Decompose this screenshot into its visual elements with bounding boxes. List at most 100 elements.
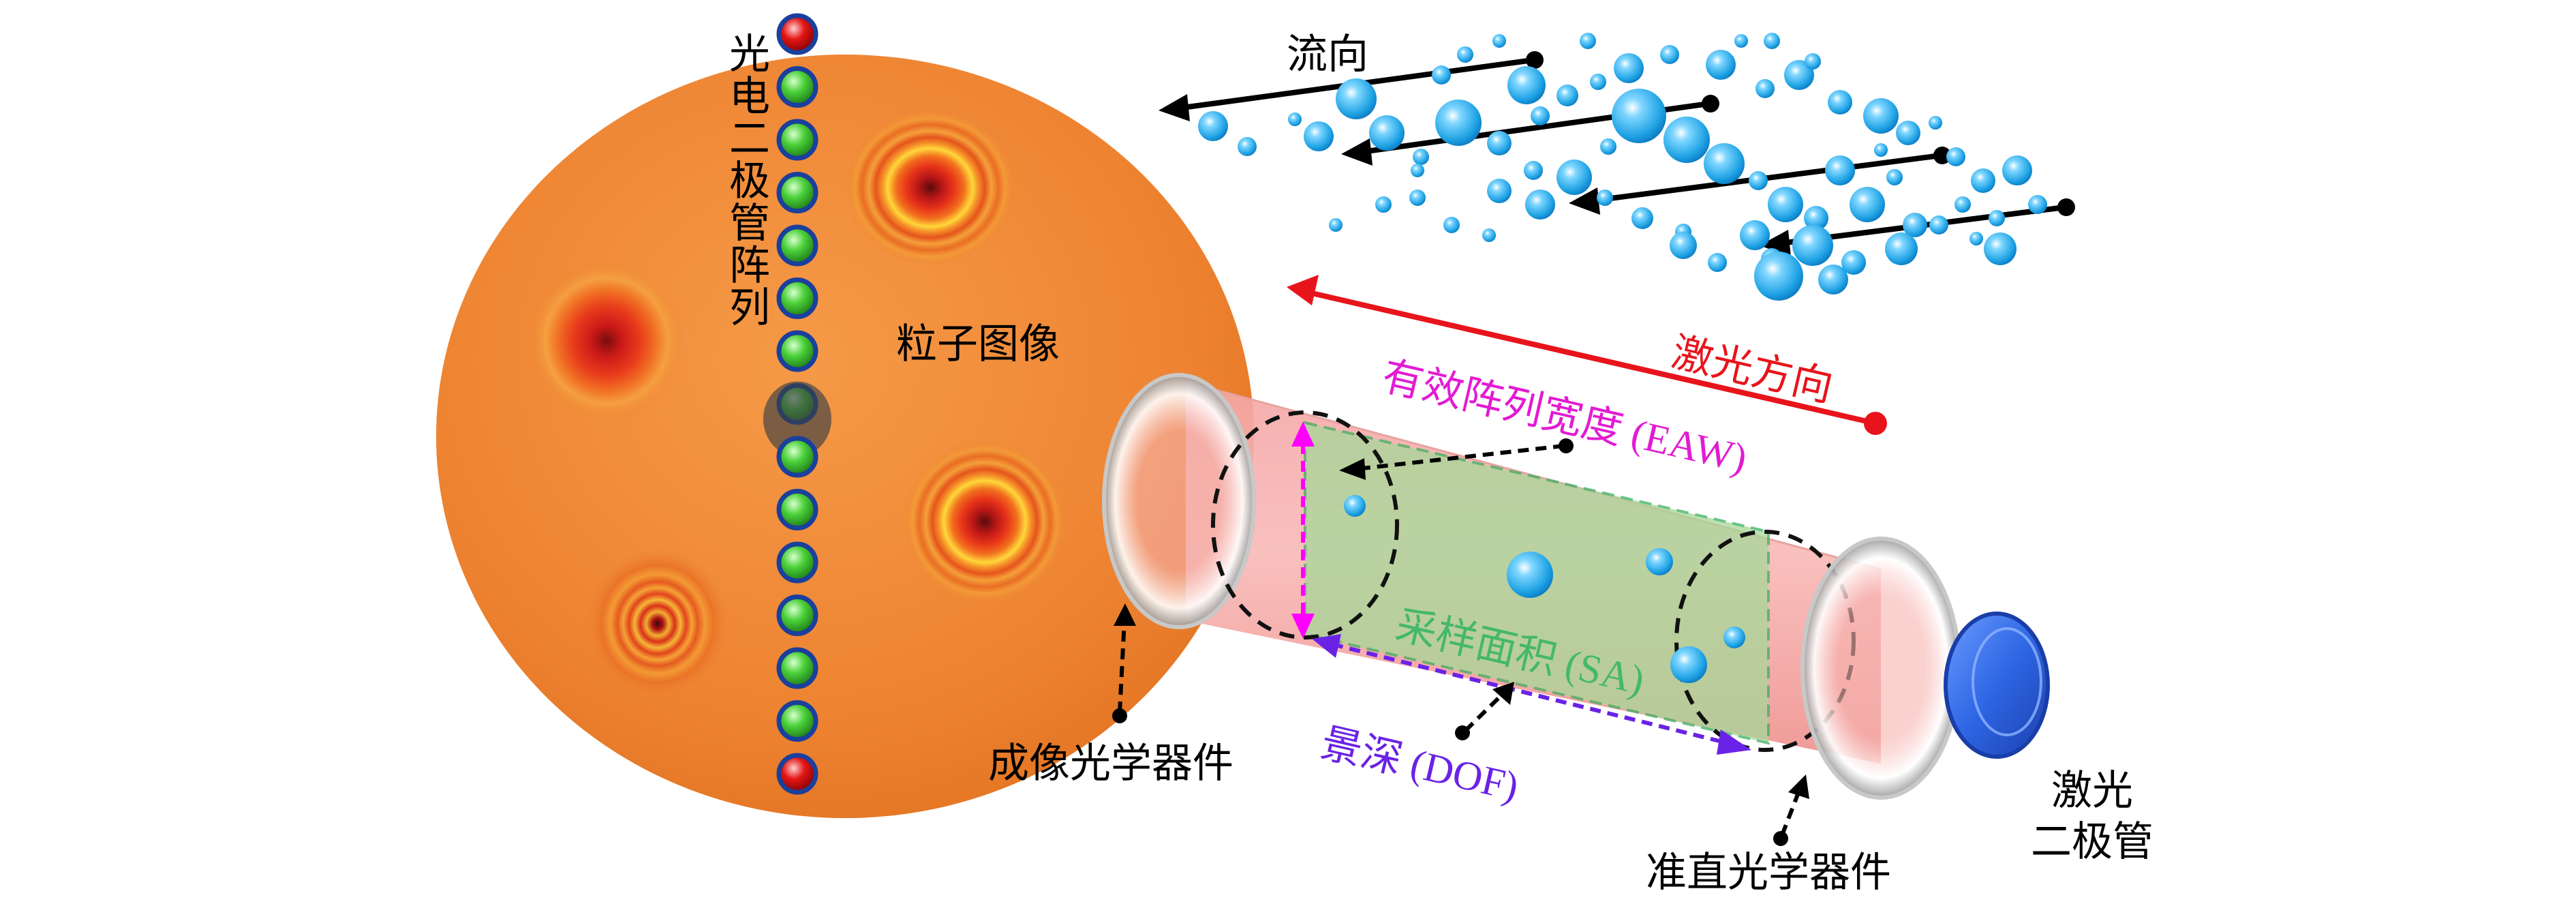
droplet-icon [1929,215,1948,235]
droplet-icon [2002,155,2032,185]
droplet-icon [1531,106,1550,125]
photodiode-icon [776,277,818,319]
droplet-icon [1989,210,2005,226]
droplet-icon [1614,53,1644,83]
droplet-icon [1828,90,1852,115]
droplet-icon [1507,66,1546,104]
photodiode-icon [776,594,818,636]
laser-diode-icon [1944,612,2050,759]
droplet-icon [1670,646,1707,683]
droplet-icon [1482,228,1496,242]
droplet-icon [1755,79,1775,98]
droplet-icon [1336,78,1377,119]
photodiode-icon [776,119,818,161]
photodiode-icon [776,13,818,55]
droplet-icon [1524,161,1543,180]
droplet-icon [2028,195,2047,214]
photodiode-icon [776,700,818,742]
leader-lines [1112,438,1809,846]
dof-label: 景深 (DOF) [1317,720,1522,809]
droplet-icon [1969,232,1983,245]
droplet-icon [1971,168,1995,193]
droplet-icon [1329,218,1343,232]
droplet-icon [1369,115,1405,151]
droplet-icon [1507,552,1553,598]
collimating-optics-label: 准直光学器件 [1646,849,1891,897]
droplet-icon [1487,131,1512,155]
droplet-icon [1804,206,1828,230]
droplet-icon [1954,196,1971,213]
droplet-icon [1492,34,1506,48]
droplet-icon [1708,253,1727,272]
droplet-icon [1557,160,1592,195]
droplet-icon [1863,98,1899,134]
droplet-icon [1874,143,1888,157]
photodiode-icon [776,647,818,689]
droplet-icon [1413,149,1429,165]
droplet-icon [1818,265,1848,295]
droplet-icon [1764,33,1780,49]
diffraction-pattern-lower-left [586,549,729,699]
droplet-icon [1432,65,1451,85]
photodiode-array [763,13,831,795]
particle-shadow [763,381,831,457]
imaging-optics-lens [1102,373,1256,629]
eaw-cross-section [1211,410,1399,639]
droplet-icon [1597,190,1613,206]
droplet-icon [1409,190,1426,206]
photodiode-icon [776,541,818,584]
laser-direction-arrow [1287,275,1887,435]
diffraction-pattern-right [903,440,1067,603]
droplet-icon [1663,117,1710,163]
droplet-icon [1792,225,1833,266]
droplet-cloud [1198,33,2047,301]
photodiode-array-label: 光电二极管阵列 [729,31,770,332]
droplet-icon [1896,121,1920,145]
particle-image-label: 粒子图像 [896,320,1060,368]
droplet-icon [1631,207,1653,229]
droplet-icon [1600,138,1616,155]
diffraction-pattern-left [528,260,685,421]
droplet-icon [1841,250,1866,275]
droplet-icon [1660,45,1679,64]
droplet-icon [1457,46,1473,63]
droplet-icon [1288,112,1302,126]
droplet-icon [1768,187,1803,222]
droplet-icon [1885,232,1918,265]
droplet-icon [1740,220,1770,250]
droplet-icon [1850,187,1885,222]
laser-diode-label-line1: 激光 [2051,767,2133,815]
droplet-icon [1525,190,1555,220]
droplet-icon [1704,143,1745,184]
droplet-icon [1612,89,1666,143]
droplet-icon [1784,60,1814,90]
photodiode-icon [776,172,818,213]
flow-direction-label: 流向 [1287,31,1368,78]
diffraction-pattern-upper-right [845,109,1015,266]
laser-diode-label-line2: 二极管 [2031,818,2153,866]
droplet-icon [1929,116,1942,130]
photodiode-icon [776,436,818,478]
imaging-optics-label: 成像光学器件 [988,740,1233,787]
photodiode-icon [776,330,818,372]
droplet-icon [1706,50,1736,80]
droplet-icon [1946,147,1965,166]
droplet-icon [1886,169,1903,185]
droplet-icon [1723,627,1745,648]
droplet-icon [1411,164,1424,177]
droplet-icon [1375,196,1392,213]
droplet-icon [1435,100,1482,146]
collimating-optics-lens [1800,537,1961,800]
droplet-icon [1198,111,1228,141]
droplet-icon [1903,213,1927,237]
droplet-icon [1749,171,1768,190]
droplet-icon [1805,53,1821,70]
droplet-icon [1984,232,2017,265]
dof-arrow [1312,634,1751,755]
droplet-icon [1580,33,1596,49]
photodiode-icon [776,753,818,795]
droplet-icon [1344,495,1366,517]
droplet-icon [1734,34,1748,48]
